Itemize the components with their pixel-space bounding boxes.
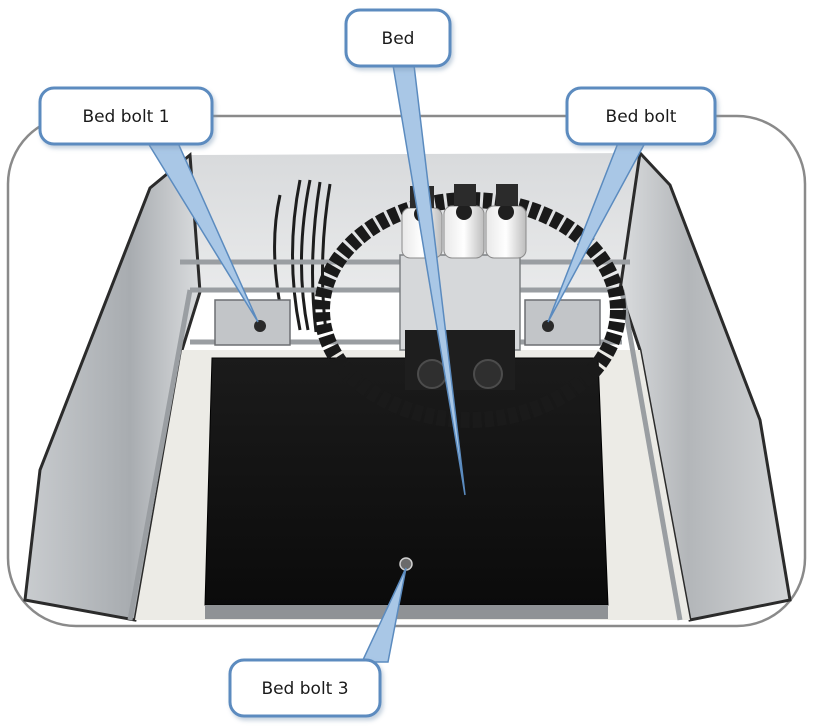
fan-left — [417, 359, 447, 389]
callout-bed-bolt-1-label: Bed bolt 1 — [82, 107, 169, 127]
extruder-motors — [401, 184, 527, 259]
callout-bed-bolt-2: Bed bolt — [547, 86, 717, 323]
callout-bed-bubble — [344, 8, 452, 68]
bed-bolt-1-head — [254, 320, 266, 332]
fan-right — [473, 359, 503, 389]
left-bed-plate — [214, 299, 291, 346]
callout-bed-label: Bed — [382, 29, 415, 49]
callout-bed-bolt-3-label: Bed bolt 3 — [261, 679, 348, 699]
callout-bed-bolt-2-label: Bed bolt — [606, 107, 677, 127]
callout-bed-bolt-3-bubble — [228, 658, 382, 718]
bed-front-edge — [205, 605, 608, 619]
callout-bed: Bed — [344, 8, 466, 496]
callout-bed-bolt-1-bubble — [38, 86, 214, 146]
callout-bed-bolt-3: Bed bolt 3 — [228, 567, 407, 718]
right-bed-plate — [524, 299, 601, 346]
bed-bolt-2-head — [542, 320, 554, 332]
cable-drag-chain — [314, 192, 626, 428]
callout-bed-bolt-2-bubble — [565, 86, 717, 146]
callout-bed-bolt-1: Bed bolt 1 — [38, 86, 259, 323]
